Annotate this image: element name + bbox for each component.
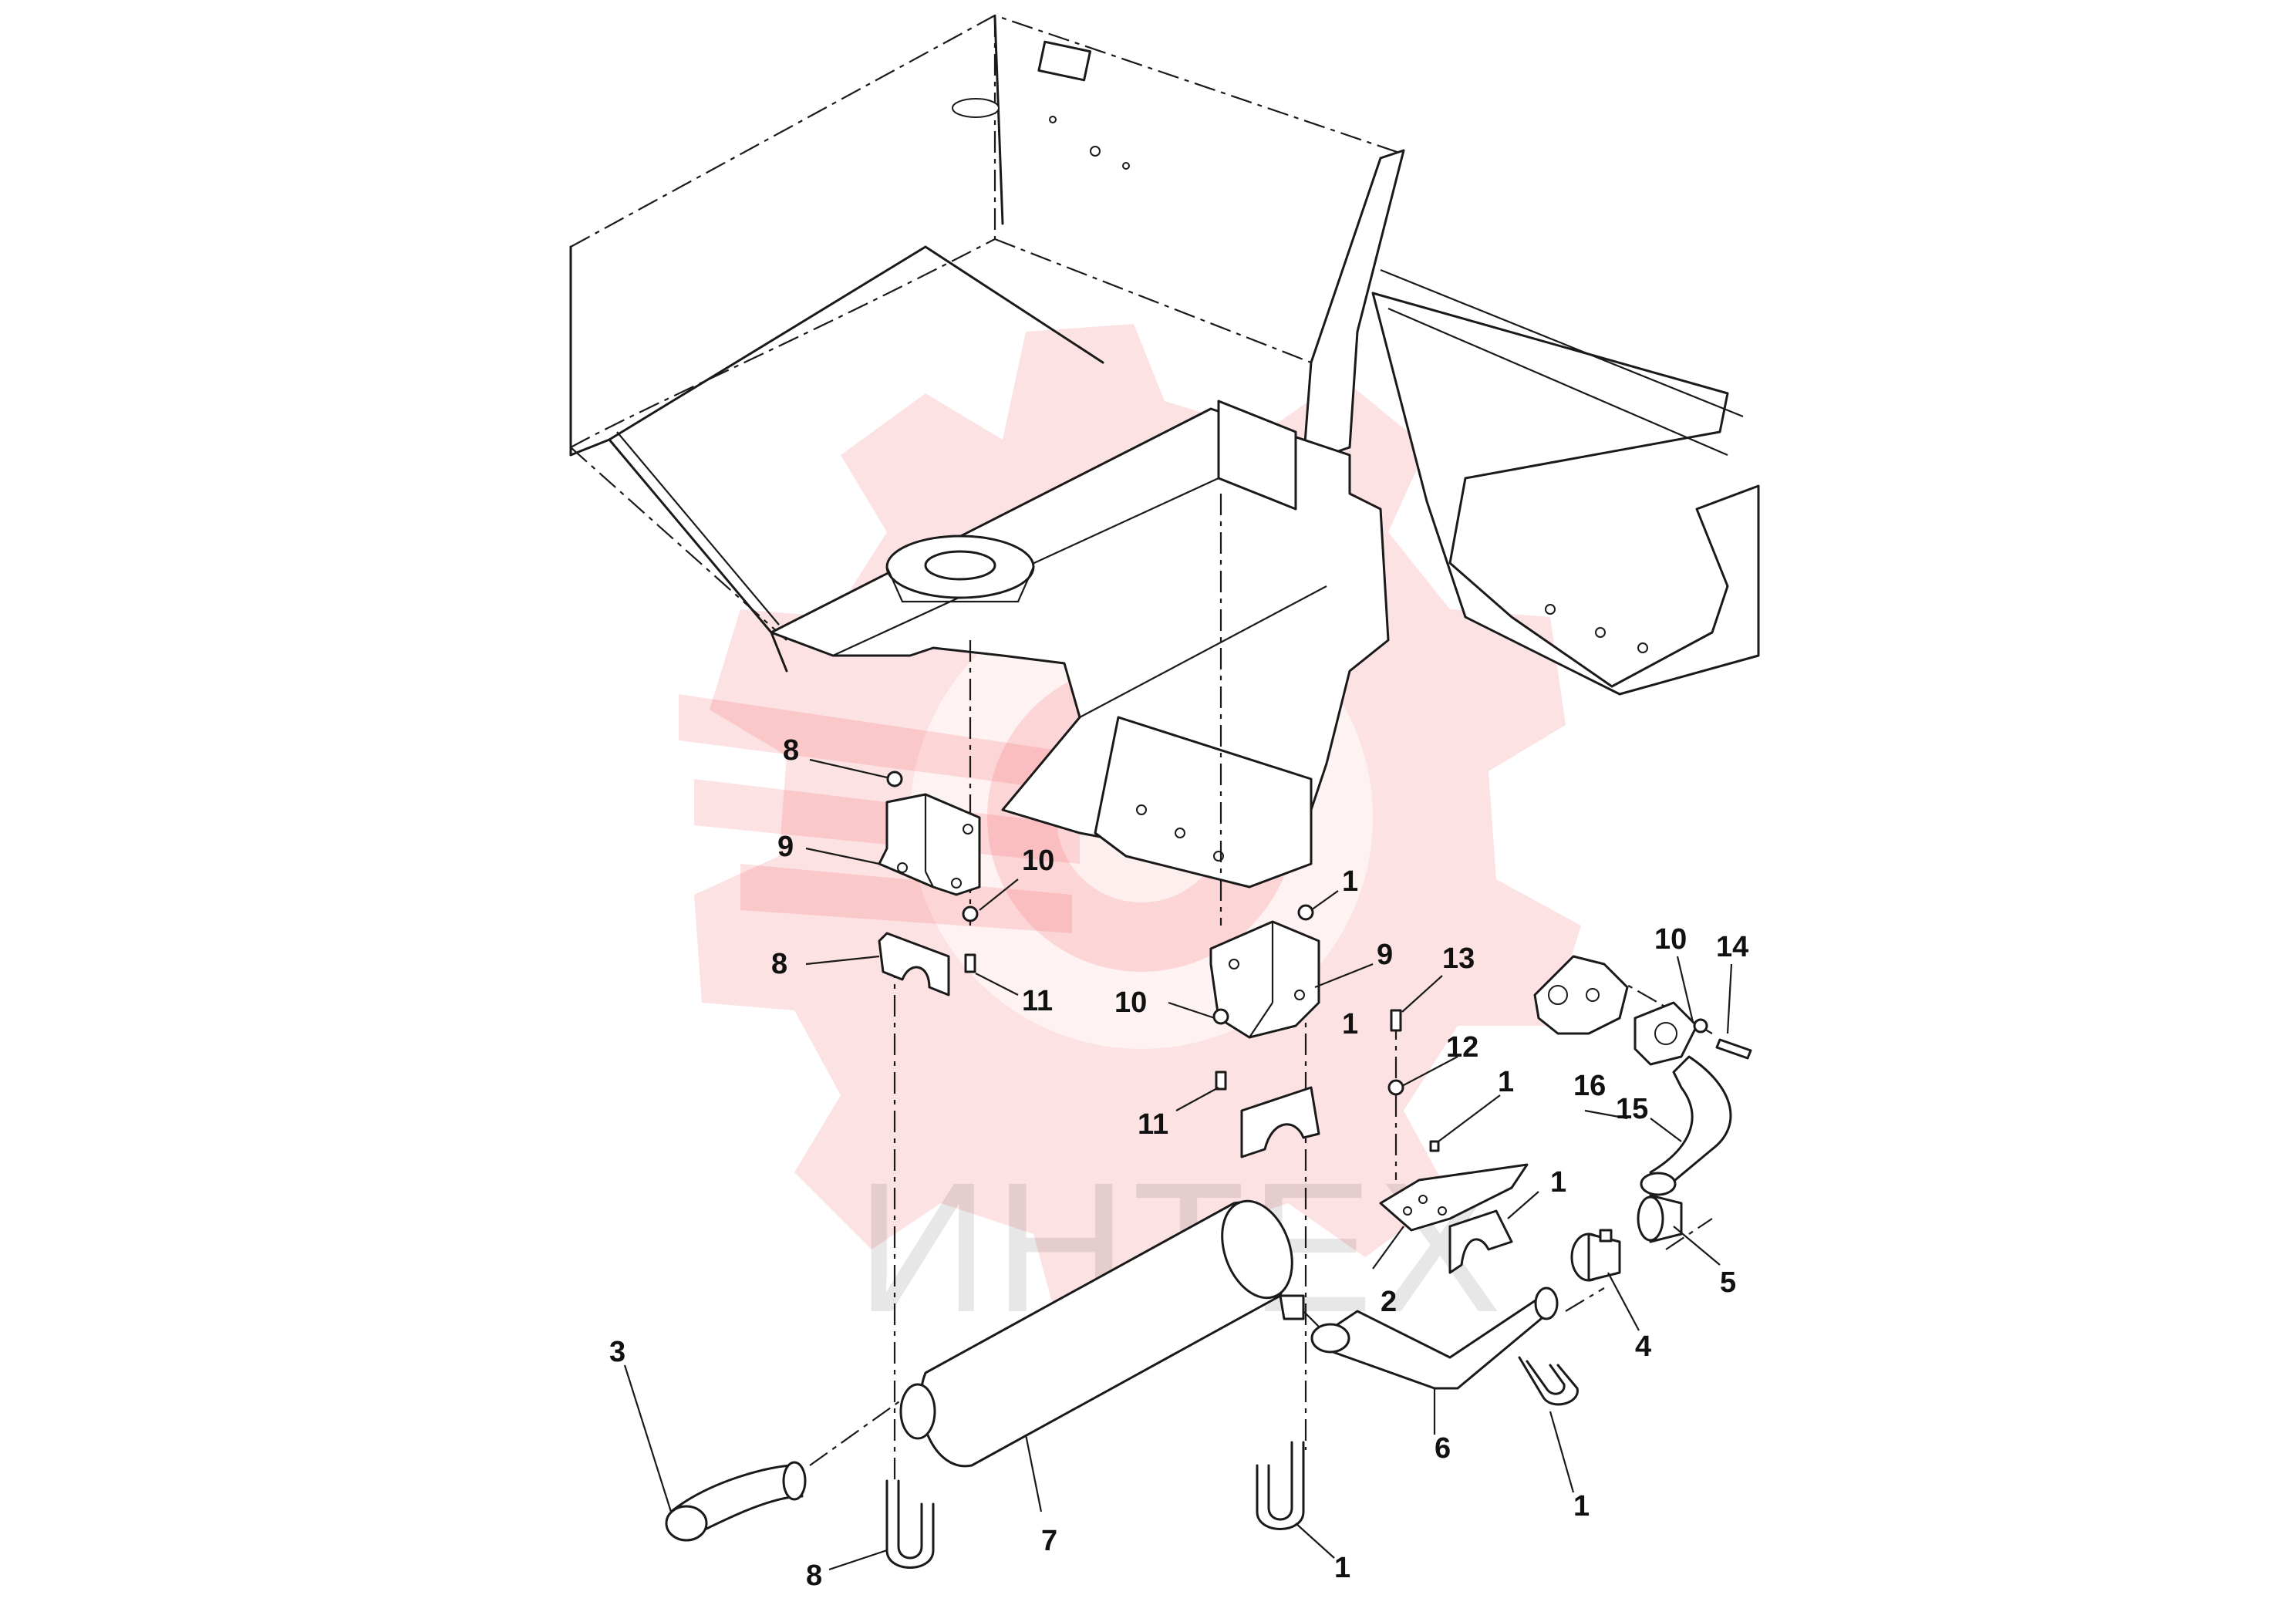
callout-10-left: 10 (1022, 845, 1054, 877)
callout-1-ubolt-bottom: 1 (1334, 1552, 1350, 1584)
muffler-7 (899, 1199, 1305, 1468)
coupler-5 (1637, 1194, 1683, 1243)
callout-9-right: 9 (1377, 939, 1393, 971)
callout-1-clamp: 1 (1342, 1008, 1358, 1040)
callout-1-ubolt-right: 1 (1573, 1490, 1590, 1523)
callout-4: 4 (1635, 1330, 1651, 1363)
exhaust-manifold (1533, 955, 1629, 1035)
u-bolt-8 (885, 1479, 935, 1569)
callout-6: 6 (1435, 1432, 1451, 1465)
left-nut (886, 771, 903, 787)
leader-lines (623, 758, 1733, 1571)
callout-12: 12 (1446, 1031, 1478, 1064)
u-bolt-1-bottom (1256, 1441, 1305, 1530)
right-nut (1297, 904, 1314, 921)
callout-7: 7 (1041, 1525, 1057, 1557)
callout-labels: 8 9 10 8 11 1 9 13 10 10 14 1 12 11 16 1… (609, 734, 1748, 1592)
callout-16: 16 (1573, 1070, 1606, 1102)
callout-11-right: 11 (1138, 1108, 1168, 1141)
clamp-4 (1570, 1229, 1621, 1282)
callout-1-nut: 1 (1342, 865, 1358, 898)
left-hanger-bracket (878, 793, 981, 896)
vertical-plate (1217, 400, 1297, 511)
inlet-pipe-3 (665, 1461, 807, 1542)
callout-8-top: 8 (783, 734, 799, 767)
callout-10-manifold: 10 (1654, 923, 1687, 956)
left-washer (962, 905, 979, 922)
clamp-half-1 (1448, 1209, 1513, 1274)
right-hanger-bracket (1209, 920, 1320, 1039)
callout-3: 3 (609, 1336, 625, 1368)
callout-9-left: 9 (777, 831, 794, 863)
callout-15: 15 (1616, 1093, 1648, 1125)
rear-panel (1302, 149, 1405, 464)
callout-8-ubolt: 8 (806, 1560, 822, 1592)
exhaust-pipe-15 (1640, 1055, 1732, 1196)
washer-10c (1693, 1018, 1708, 1034)
left-bolt (964, 953, 976, 973)
u-bolt-1-right (1518, 1356, 1579, 1406)
tank-label-plate (1037, 40, 1092, 82)
right-bolt (1215, 1071, 1227, 1091)
lower-bracket (1094, 716, 1313, 889)
bolt-14 (1715, 1038, 1752, 1060)
pipe-6 (1310, 1286, 1559, 1390)
callout-1-clamp-half: 1 (1550, 1166, 1566, 1199)
frame-assembly (569, 14, 1760, 889)
callout-11-left: 11 (1022, 985, 1053, 1017)
left-clamp-half (878, 932, 950, 996)
callout-5: 5 (1720, 1266, 1736, 1299)
callout-10-right: 10 (1114, 986, 1147, 1019)
right-clamp-half (1240, 1086, 1320, 1158)
gasket-16 (1633, 1001, 1698, 1066)
right-washer (1212, 1008, 1229, 1025)
clip-1 (1429, 1140, 1440, 1152)
callout-13: 13 (1442, 943, 1475, 975)
callout-2: 2 (1381, 1286, 1397, 1318)
callout-1-clip: 1 (1498, 1066, 1514, 1098)
callout-14: 14 (1716, 931, 1748, 963)
bracket-2 (1379, 1163, 1529, 1232)
tank-outline (569, 14, 1404, 641)
washer-12 (1387, 1079, 1404, 1096)
callout-8-clamp: 8 (771, 948, 787, 980)
bolt-13 (1390, 1009, 1402, 1032)
engine-mount-bracket (1371, 292, 1760, 696)
